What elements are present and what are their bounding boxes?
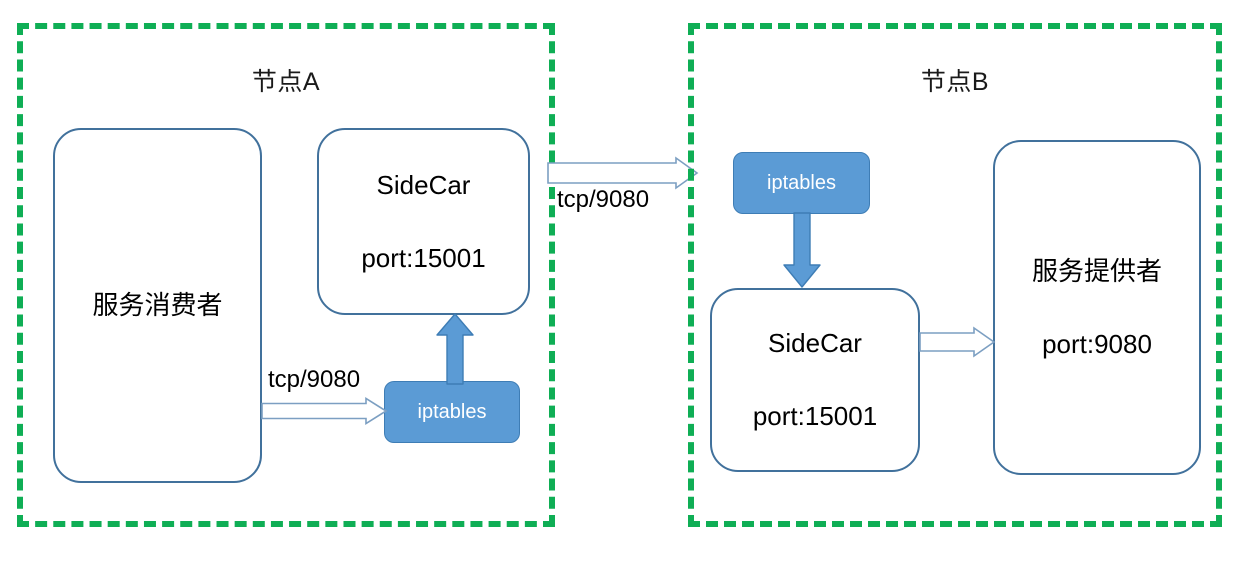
sidecar-b-name: SideCar <box>768 328 862 359</box>
iptables-b-label: iptables <box>767 171 836 194</box>
arrow-iptables-b-to-sidecar-b <box>783 212 821 288</box>
service-box-service-consumer[interactable]: 服务消费者 <box>53 128 262 483</box>
node-container-a <box>17 23 555 527</box>
arrow-sidecar-a-to-node-b <box>547 156 699 190</box>
service-box-sidecar-b[interactable]: SideCar port:15001 <box>710 288 920 472</box>
node-a-title: 节点A <box>251 68 321 96</box>
sidecar-a-port: port:15001 <box>361 242 486 273</box>
service-box-sidecar-a[interactable]: SideCar port:15001 <box>317 128 530 315</box>
node-container-b <box>688 23 1222 527</box>
edge-label-sidecar-a-to-node-b: tcp/9080 <box>557 186 650 213</box>
service-provider-name: 服务提供者 <box>1031 255 1162 286</box>
iptables-chip-b[interactable]: iptables <box>733 152 870 214</box>
sidecar-b-port: port:15001 <box>752 401 878 431</box>
arrow-iptables-a-to-sidecar-a <box>436 313 474 385</box>
sidecar-a-name: SideCar <box>376 169 471 200</box>
arrow-sidecar-b-to-provider <box>919 326 996 358</box>
iptables-chip-a[interactable]: iptables <box>384 381 520 443</box>
service-provider-port: port:9080 <box>1042 328 1152 359</box>
iptables-a-label: iptables <box>417 400 487 423</box>
service-consumer-label: 服务消费者 <box>92 290 223 321</box>
service-box-service-provider[interactable]: 服务提供者 port:9080 <box>993 140 1201 475</box>
node-b-title: 节点B <box>920 68 990 96</box>
edge-label-consumer-to-iptables-a: tcp/9080 <box>268 366 361 393</box>
arrow-consumer-to-iptables-a <box>261 397 388 425</box>
